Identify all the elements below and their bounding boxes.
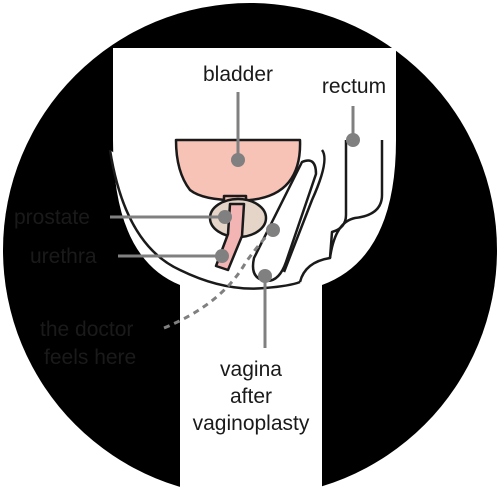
bladder-dot	[231, 153, 245, 167]
doctor-leader	[163, 230, 273, 330]
doctor-label-line1: the doctor	[40, 318, 133, 341]
pelvic-floor-outline	[108, 149, 301, 290]
doctor-label-line2: feels here	[44, 346, 136, 369]
rectum-outline	[298, 140, 348, 283]
bladder-label: bladder	[203, 63, 273, 86]
vagina-label-line2: after	[230, 385, 272, 408]
vagina-label-line3: vaginoplasty	[193, 412, 310, 435]
rectum-dot	[346, 133, 360, 147]
rectum-label: rectum	[322, 75, 386, 98]
doctor-dot	[266, 223, 280, 237]
urethra-label: urethra	[30, 245, 97, 268]
urethra-dot	[215, 249, 229, 263]
vagina-inner	[282, 149, 326, 273]
vagina-canal	[251, 159, 318, 283]
rectum-wall	[328, 140, 384, 259]
prostate-dot	[218, 210, 232, 224]
vagina-dot	[258, 269, 272, 283]
vagina-label-line1: vagina	[220, 358, 282, 381]
prostate-label: prostate	[14, 206, 90, 229]
